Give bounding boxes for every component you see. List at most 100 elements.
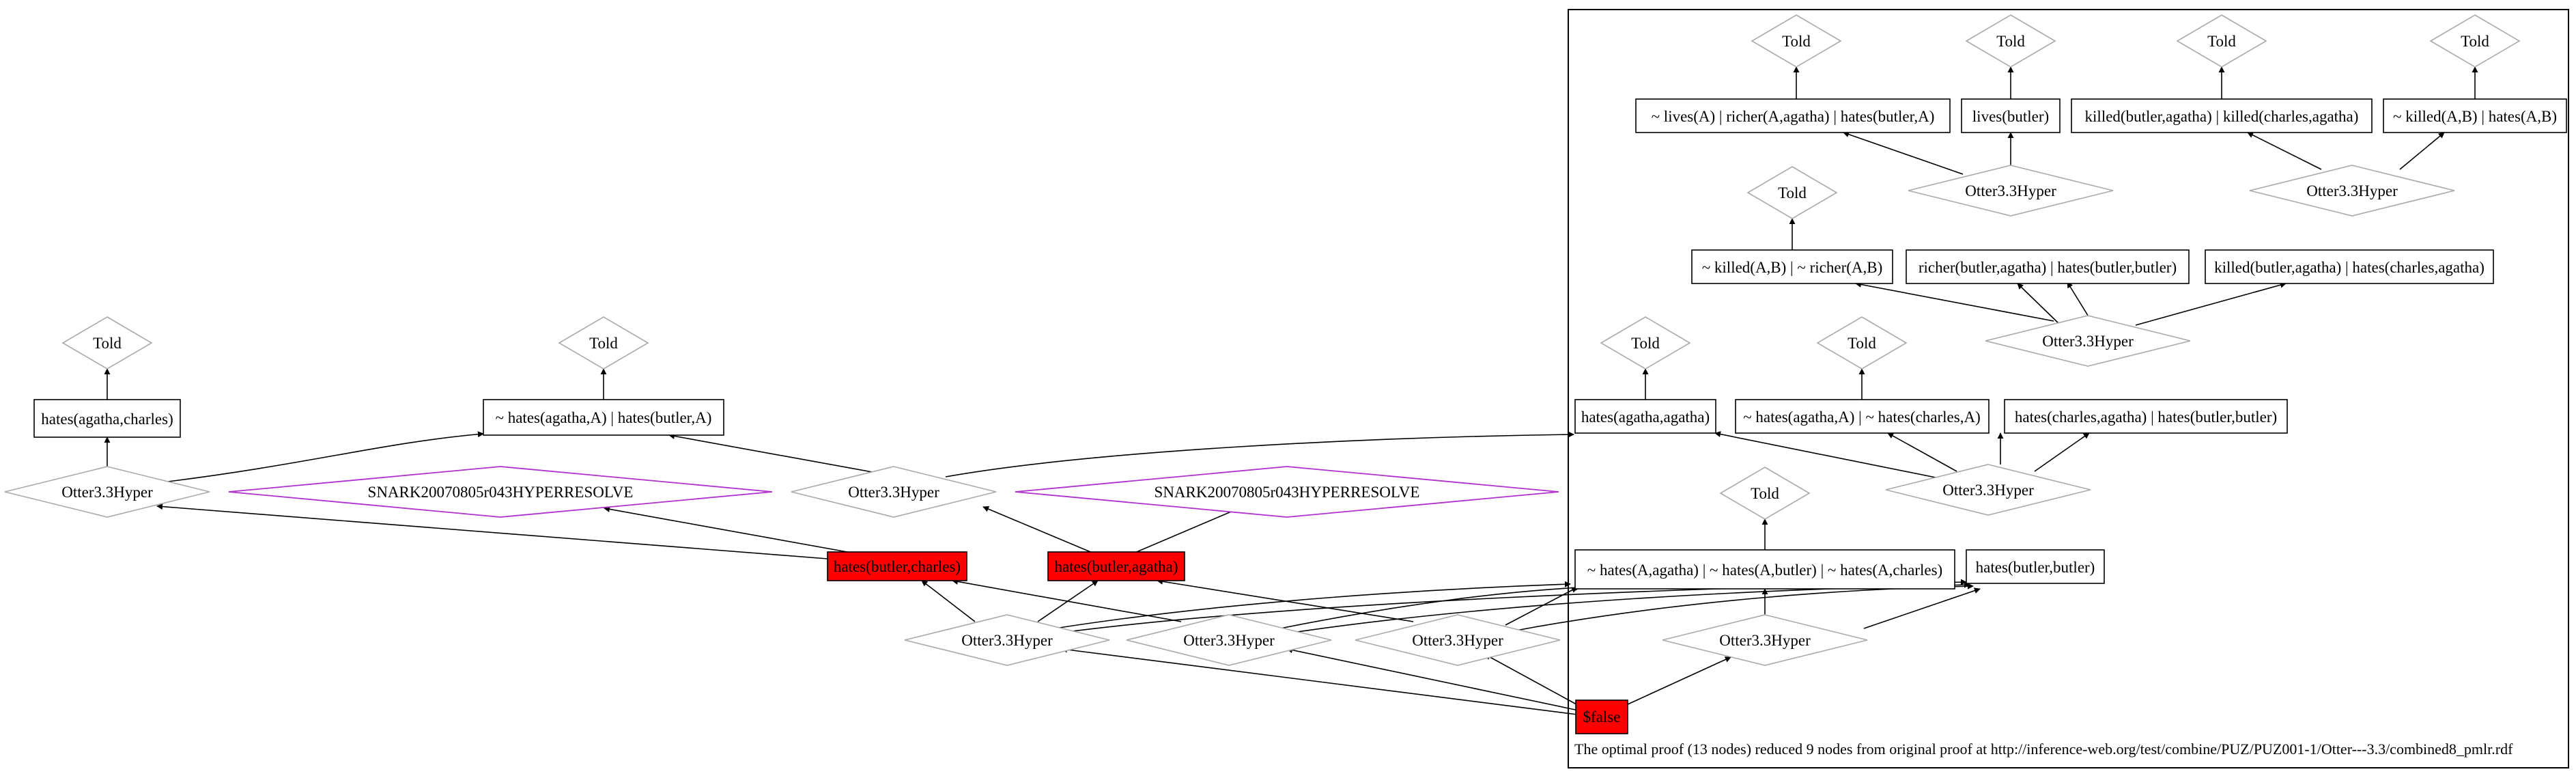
node-label: Otter3.3Hyper (61, 484, 153, 501)
hyper-node: Otter3.3Hyper (1355, 614, 1561, 666)
node-label: Told (2461, 33, 2489, 50)
edge (2247, 132, 2322, 170)
node-label: Otter3.3Hyper (1183, 632, 1275, 649)
told-node: Told (1965, 14, 2056, 68)
edge (1061, 646, 1578, 715)
highlighted-node: hates(butler,charles) (827, 551, 967, 581)
highlighted-nodes: hates(butler,charles) hates(butler,agath… (827, 551, 1628, 734)
edge (668, 433, 892, 476)
node-label: Otter3.3Hyper (1719, 632, 1811, 649)
edge (1133, 508, 1240, 554)
clause-node: ~ lives(A) | richer(A,agatha) | hates(bu… (1635, 98, 1951, 133)
edge (2135, 281, 2287, 326)
node-label: ~ lives(A) | richer(A,agatha) | hates(bu… (1652, 108, 1935, 125)
node-label: ~ killed(A,B) | ~ richer(A,B) (1702, 259, 1883, 276)
told-node: Told (558, 316, 649, 370)
node-label: Told (589, 335, 618, 352)
hyper-node: Otter3.3Hyper (1985, 315, 2191, 367)
node-label: ~ hates(A,agatha) | ~ hates(A,butler) | … (1587, 562, 1942, 579)
edge (1505, 587, 1578, 626)
hyper-node: Otter3.3Hyper (1908, 165, 2114, 217)
clause-node: hates(agatha,charles) (33, 399, 181, 438)
node-label: richer(butler,agatha) | hates(butler,but… (1919, 259, 2177, 276)
proof-cluster-frame (1568, 9, 2569, 768)
node-label: killed(butler,agatha) | hates(charles,ag… (2214, 259, 2485, 276)
edge (1054, 581, 1571, 629)
node-label: Told (1848, 335, 1876, 352)
node-label: Told (93, 335, 122, 352)
edge (1626, 656, 1731, 706)
node-label: hates(butler,butler) (1976, 559, 2095, 576)
node-label: lives(butler) (1972, 108, 2049, 125)
clause-node: killed(butler,agatha) | hates(charles,ag… (2205, 249, 2494, 284)
node-label: Otter3.3Hyper (961, 632, 1053, 649)
snark-nodes: SNARK20070805r043HYPERRESOLVE SNARK20070… (228, 466, 1559, 518)
told-node: Told (1719, 467, 1811, 520)
clause-node: lives(butler) (1961, 98, 2061, 133)
edge (2067, 281, 2090, 318)
hyper-nodes: Otter3.3Hyper Otter3.3Hyper Otter3.3Hype… (4, 165, 2455, 666)
highlighted-node: hates(butler,agatha) (1047, 551, 1185, 581)
edge (1484, 654, 1583, 708)
node-label: Told (1631, 335, 1660, 352)
node-label: hates(agatha,charles) (41, 411, 173, 428)
edge (2034, 432, 2090, 472)
node-label: Told (1782, 33, 1811, 50)
told-node: Told (1751, 14, 1842, 68)
node-label: SNARK20070805r043HYPERRESOLVE (1155, 484, 1420, 501)
told-node: Told (1746, 166, 1838, 219)
node-label: ~ hates(agatha,A) | hates(butler,A) (496, 409, 712, 426)
node-label: $false (1583, 708, 1621, 725)
clause-node: ~ hates(agatha,A) | ~ hates(charles,A) (1735, 399, 1990, 434)
hyper-node: Otter3.3Hyper (2249, 165, 2455, 217)
told-nodes: Told Told Told Told Told Told Told Told (61, 14, 2521, 520)
node-label: Otter3.3Hyper (1412, 632, 1503, 649)
edge (945, 431, 1574, 477)
hyper-node: Otter3.3Hyper (1662, 614, 1868, 666)
told-node: Told (1600, 316, 1691, 370)
edge (1157, 578, 1414, 622)
node-label: Otter3.3Hyper (2306, 182, 2398, 199)
clause-node: hates(butler,butler) (1966, 549, 2105, 584)
node-label: Told (1996, 33, 2025, 50)
edge (162, 431, 484, 483)
edges (104, 66, 2478, 715)
clause-node: killed(butler,agatha) | killed(charles,a… (2071, 98, 2373, 133)
edge (1714, 431, 1940, 479)
cluster-caption: The optimal proof (13 nodes) reduced 9 n… (1574, 740, 2513, 758)
node-label: killed(butler,agatha) | killed(charles,a… (2085, 108, 2359, 125)
told-node: Told (2176, 14, 2267, 68)
edge (952, 578, 1182, 622)
told-node: Told (2429, 14, 2521, 68)
node-label: hates(butler,charles) (834, 558, 961, 575)
hyper-node: Otter3.3Hyper (1885, 464, 2091, 516)
edge (921, 580, 976, 622)
clause-node: hates(charles,agatha) | hates(butler,but… (2004, 399, 2288, 434)
node-label: ~ killed(A,B) | hates(A,B) (2393, 108, 2557, 125)
edge (156, 503, 828, 559)
node-label: hates(charles,agatha) | hates(butler,but… (2015, 408, 2277, 426)
highlighted-node: $false (1575, 699, 1628, 734)
edge (604, 506, 855, 554)
node-label: Otter3.3Hyper (1965, 182, 2056, 199)
edge (1279, 584, 1581, 629)
hyper-node: Otter3.3Hyper (4, 466, 210, 518)
node-label: Told (1778, 184, 1807, 202)
edge (1843, 131, 1964, 175)
node-label: hates(butler,agatha) (1054, 558, 1178, 575)
clause-node: ~ killed(A,B) | hates(A,B) (2383, 98, 2567, 133)
snark-node: SNARK20070805r043HYPERRESOLVE (1015, 466, 1559, 518)
edge (2017, 283, 2061, 326)
node-label: ~ hates(agatha,A) | ~ hates(charles,A) (1743, 408, 1981, 426)
told-node: Told (61, 316, 153, 370)
node-label: Otter3.3Hyper (1942, 482, 2034, 499)
hyper-node: Otter3.3Hyper (791, 466, 997, 518)
clause-node: ~ hates(A,agatha) | ~ hates(A,butler) | … (1574, 549, 1955, 590)
node-label: SNARK20070805r043HYPERRESOLVE (368, 484, 634, 501)
edge (982, 505, 1094, 554)
clause-nodes: ~ lives(A) | richer(A,agatha) | hates(bu… (33, 98, 2567, 590)
hyper-node: Otter3.3Hyper (904, 614, 1110, 666)
edge (1863, 587, 1981, 629)
edge (1887, 432, 1957, 472)
